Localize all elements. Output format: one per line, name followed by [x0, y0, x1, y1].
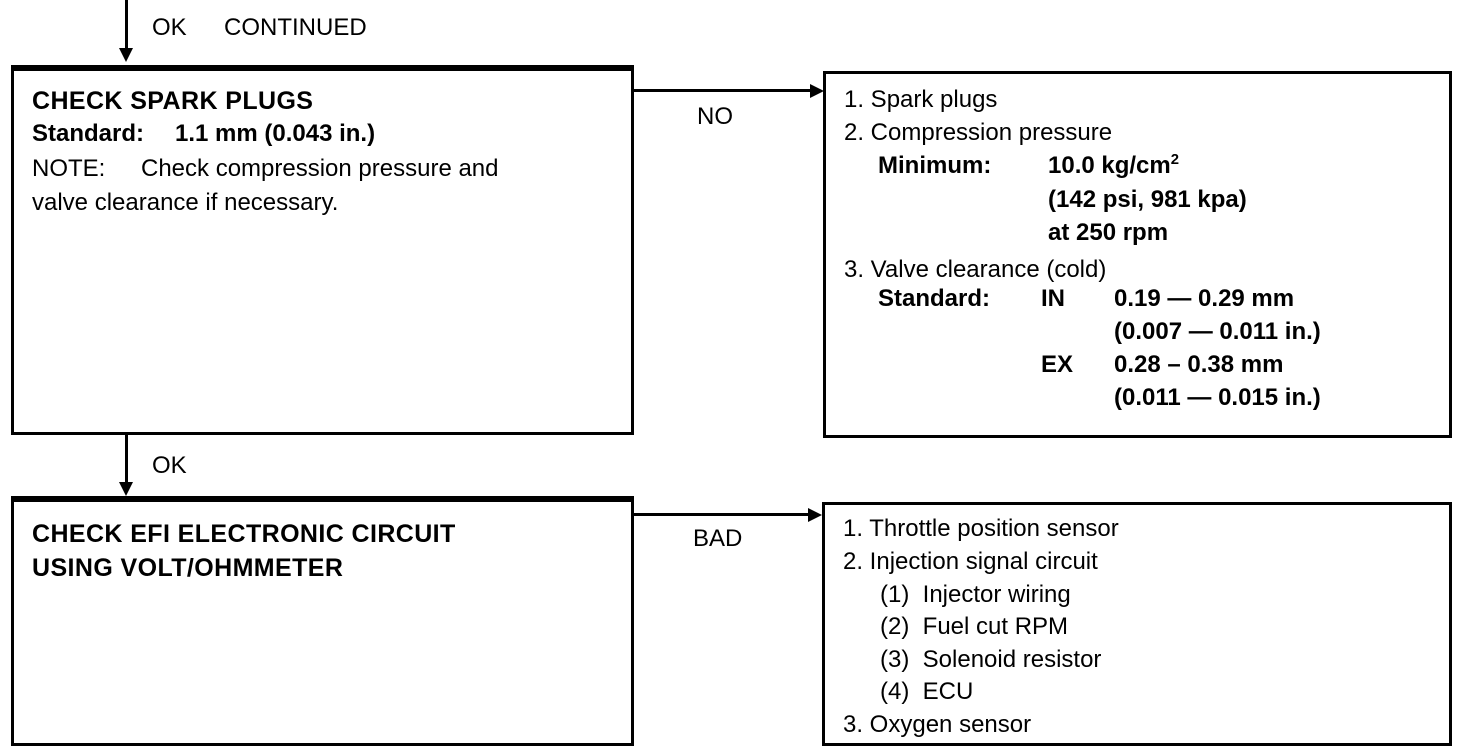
edge-top-ok-label: OK	[152, 14, 187, 41]
efi-remedy-subitem-1: (1) Injector wiring	[880, 581, 1071, 608]
spark-remedy-in-mm: 0.19 — 0.29 mm	[1114, 285, 1295, 312]
check-spark-plugs-note-line2: valve clearance if necessary.	[32, 189, 339, 216]
check-spark-plugs-title: CHECK SPARK PLUGS	[32, 87, 314, 115]
edge-efi-bad-label: BAD	[693, 525, 743, 552]
check-spark-plugs-standard-label: Standard:	[32, 120, 145, 147]
efi-remedy-item-1: 1. Throttle position sensor	[843, 515, 1119, 542]
check-spark-plugs-standard-value: 1.1 mm (0.043 in.)	[175, 120, 376, 147]
spark-remedy-minimum-alt: (142 psi, 981 kpa)	[1048, 186, 1247, 213]
spark-remedy-standard-label: Standard:	[878, 285, 991, 312]
spark-remedy-item-1: 1. Spark plugs	[844, 86, 998, 113]
continued-label: CONTINUED	[224, 14, 367, 41]
edge-spark-no-arrowhead	[810, 84, 824, 98]
check-spark-plugs-note-label: NOTE:	[32, 155, 106, 182]
edge-spark-no-label: NO	[697, 103, 733, 130]
box-spark-plug-remedy: 1. Spark plugs 2. Compression pressure M…	[823, 71, 1452, 438]
efi-remedy-subitem-3: (3) Solenoid resistor	[880, 646, 1102, 673]
spark-remedy-minimum-superscript: 2	[1170, 152, 1180, 168]
edge-top-ok-arrowhead	[119, 48, 133, 62]
check-efi-title-line1: CHECK EFI ELECTRONIC CIRCUIT	[32, 520, 456, 548]
spark-remedy-item-3: 3. Valve clearance (cold)	[844, 256, 1107, 283]
efi-remedy-item-2: 2. Injection signal circuit	[843, 548, 1098, 575]
spark-remedy-minimum-number: 10.0 kg/cm	[1048, 152, 1171, 179]
box-check-spark-plugs: CHECK SPARK PLUGS Standard: 1.1 mm (0.04…	[11, 65, 634, 435]
spark-remedy-in-label: IN	[1041, 285, 1065, 312]
edge-spark-no-line	[634, 89, 814, 92]
check-efi-title-line2: USING VOLT/OHMMETER	[32, 554, 344, 582]
edge-efi-bad-arrowhead	[808, 508, 822, 522]
edge-middle-ok-line	[125, 435, 128, 487]
edge-efi-bad-line	[634, 513, 812, 516]
spark-remedy-minimum-value: 10.0 kg/cm2	[1048, 152, 1180, 179]
efi-remedy-subitem-4: (4) ECU	[880, 678, 974, 705]
box-efi-remedy: 1. Throttle position sensor 2. Injection…	[822, 502, 1452, 746]
check-spark-plugs-note-line1: Check compression pressure and	[141, 155, 499, 182]
efi-remedy-item-3: 3. Oxygen sensor	[843, 711, 1032, 738]
edge-top-ok-line	[125, 0, 128, 52]
edge-middle-ok-arrowhead	[119, 482, 133, 496]
spark-remedy-in-inch: (0.007 — 0.011 in.)	[1114, 318, 1321, 345]
spark-remedy-minimum-label: Minimum:	[878, 152, 992, 179]
edge-middle-ok-label: OK	[152, 452, 187, 479]
efi-remedy-subitem-2: (2) Fuel cut RPM	[880, 613, 1069, 640]
box-check-efi-circuit: CHECK EFI ELECTRONIC CIRCUIT USING VOLT/…	[11, 496, 634, 746]
spark-remedy-minimum-rpm: at 250 rpm	[1048, 219, 1169, 246]
spark-remedy-ex-label: EX	[1041, 351, 1074, 378]
spark-remedy-ex-inch: (0.011 — 0.015 in.)	[1114, 384, 1321, 411]
spark-remedy-item-2: 2. Compression pressure	[844, 119, 1113, 146]
spark-remedy-ex-mm: 0.28 – 0.38 mm	[1114, 351, 1284, 378]
